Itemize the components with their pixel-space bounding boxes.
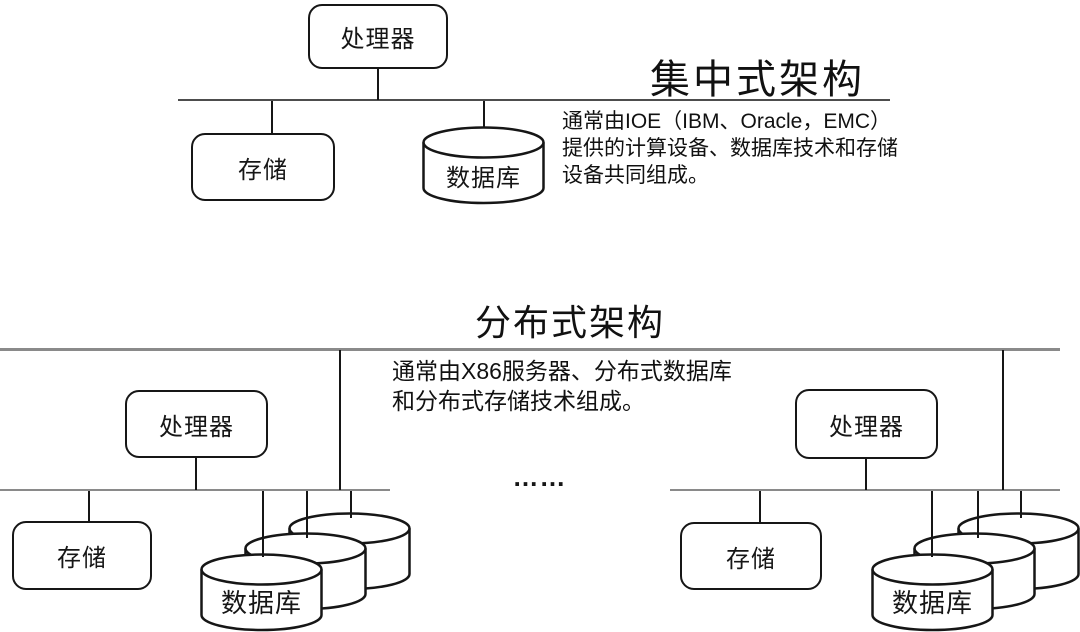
database-cylinder (422, 126, 545, 205)
left-database-connector (350, 491, 352, 518)
distributed-description: 通常由X86服务器、分布式数据库 和分布式存储技术组成。 (392, 356, 732, 416)
database-cylinder (200, 553, 323, 632)
distributed-title: 分布式架构 (474, 302, 665, 343)
centralized-description: 通常由IOE（IBM、Oracle，EMC） 提供的计算设备、数据库技术和存储 … (562, 108, 898, 189)
left-storage-connector (88, 491, 90, 522)
distributed-main-bus-line (0, 348, 1060, 351)
centralized-database-label: 数据库 (446, 165, 521, 192)
right-processor-connector (865, 458, 867, 490)
centralized-storage-box: 存储 (191, 133, 335, 201)
centralized-processor-box: 处理器 (308, 4, 448, 69)
centralized-description-line: 设备共同组成。 (562, 164, 709, 187)
right-database-connector (1020, 491, 1022, 518)
centralized-title: 集中式架构 (650, 58, 865, 102)
distributed-description-line: 和分布式存储技术组成。 (392, 388, 645, 414)
centralized-bus-line (178, 99, 890, 101)
centralized-processor-connector (377, 68, 379, 100)
centralized-description-line: 通常由IOE（IBM、Oracle，EMC） (562, 110, 892, 133)
right-storage-connector (759, 491, 761, 522)
right-cluster-bus-connector (1002, 350, 1004, 490)
right-database-connector (931, 491, 933, 557)
left-cluster-sub-bus-line (0, 489, 390, 491)
distributed-description-line: 通常由X86服务器、分布式数据库 (392, 358, 732, 384)
centralized-description-line: 提供的计算设备、数据库技术和存储 (562, 137, 898, 160)
right-storage-box: 存储 (680, 522, 822, 590)
left-database-connector (306, 491, 308, 538)
right-processor-box: 处理器 (795, 389, 938, 459)
left-processor-connector (195, 457, 197, 490)
database-cylinder (871, 553, 994, 632)
right-cluster-sub-bus-line (670, 489, 1060, 491)
right-database-label: 数据库 (891, 588, 973, 618)
centralized-database-connector (483, 101, 485, 128)
centralized-storage-connector (271, 101, 273, 133)
left-cluster-bus-connector (339, 350, 341, 490)
left-database-label: 数据库 (220, 588, 302, 618)
left-storage-box: 存储 (12, 521, 152, 590)
right-database-connector (977, 491, 979, 538)
left-processor-box: 处理器 (125, 390, 268, 458)
left-database-connector (262, 491, 264, 557)
ellipsis-more-nodes: …… (512, 462, 567, 492)
